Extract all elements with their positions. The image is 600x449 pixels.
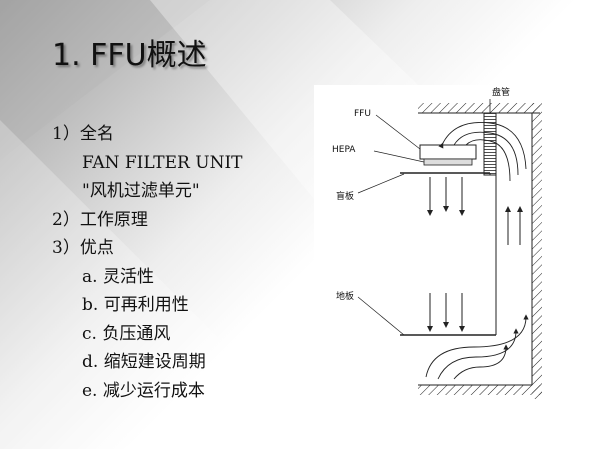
outline-item-full-name: 1）全名 [52,124,114,144]
side-wall [531,103,542,399]
hepa-filter [423,158,473,166]
ffu-airflow-diagram: 盘管 FFU HEPA 盲板 地板 [314,85,568,403]
bottom-circulation [425,314,529,380]
advantage-item: c. 负压通风 [82,323,171,344]
outline-item-working-principle: 2）工作原理 [52,209,148,230]
diagram-drawing [357,99,542,399]
slide-title: 1. FFU概述 [52,38,207,73]
outline-item-advantages: 3）优点 [52,238,114,258]
advantage-item: e. 减少运行成本 [82,380,205,401]
outline-list: 1）全名 FAN FILTER UNIT "风机过滤单元" 2）工作原理 3）优… [52,120,243,405]
downflow-arrows [427,177,465,332]
return-air-arrows [505,206,523,245]
advantage-item: a. 灵活性 [82,266,154,287]
advantage-item: b. 可再利用性 [82,295,189,315]
top-circulation [438,122,527,182]
label-coil: 盘管 [492,88,511,98]
label-hepa: HEPA [332,145,356,155]
outline-english-name: FAN FILTER UNIT [82,152,243,173]
outline-chinese-name: "风机过滤单元" [82,181,200,201]
label-floor: 地板 [336,292,355,302]
label-ceiling-panel: 盲板 [336,192,355,202]
label-ffu: FFU [354,109,371,119]
ffu-unit [419,144,477,160]
floor-slab [418,384,542,395]
ceiling-wall [418,103,540,114]
advantage-item: d. 缩短建设周期 [82,352,206,372]
